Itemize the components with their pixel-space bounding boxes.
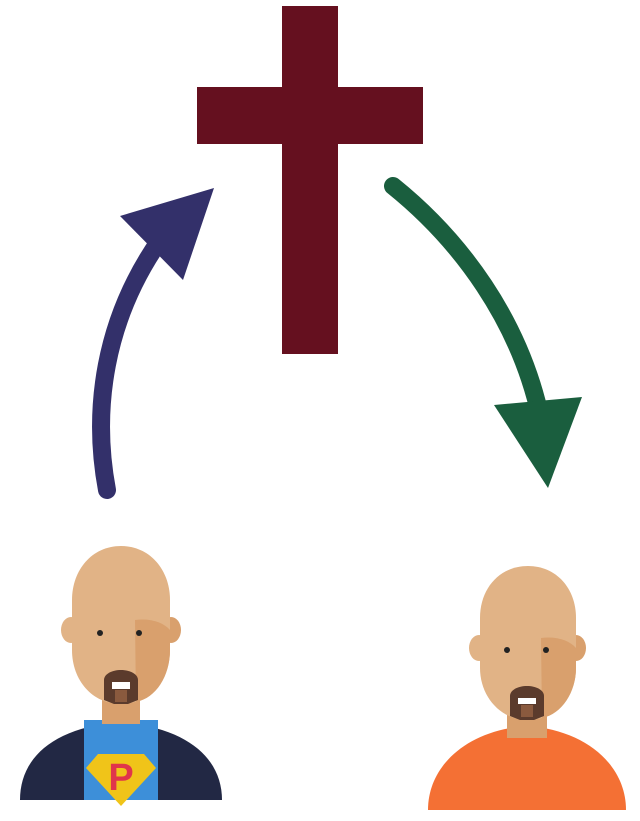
svg-text:P: P — [108, 757, 133, 799]
person-superhero-icon: P — [20, 546, 222, 806]
person-plain-icon — [428, 566, 626, 810]
curved-arrow-down-icon — [393, 186, 582, 488]
curved-arrow-up-icon — [101, 188, 214, 490]
